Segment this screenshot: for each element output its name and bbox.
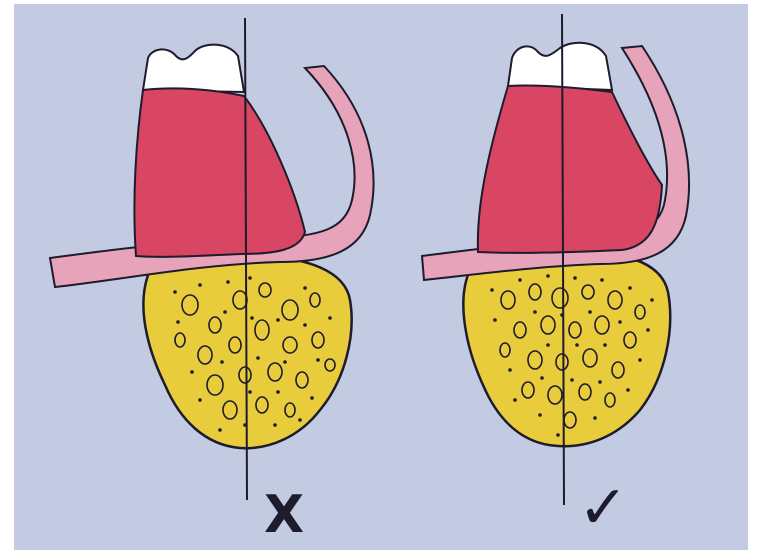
incorrect-mark: X [264, 485, 304, 545]
left-crown [143, 45, 244, 92]
right-crown [508, 43, 612, 90]
right-border [748, 0, 757, 552]
left-border [0, 0, 14, 552]
correct-mark: ✓ [578, 473, 628, 543]
